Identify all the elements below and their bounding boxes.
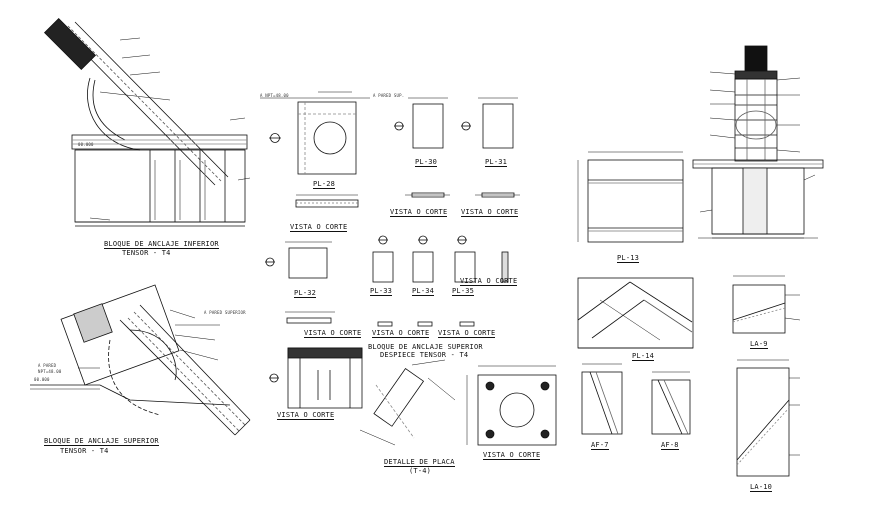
label-pl30: PL-30 bbox=[415, 158, 438, 167]
label-vista-f: VISTA O CORTE bbox=[438, 329, 496, 338]
label-af8: AF-8 bbox=[661, 441, 679, 450]
label-vista-e: VISTA O CORTE bbox=[372, 329, 430, 338]
tensor-pipe-upper bbox=[43, 17, 229, 186]
note-a-pared-superior: A PARED SUPERIOR bbox=[204, 310, 246, 315]
label-vista-h: VISTA O CORTE bbox=[277, 411, 335, 420]
label-vista-i: VISTA O CORTE bbox=[483, 451, 541, 460]
plate-pl35 bbox=[454, 235, 509, 327]
label-pl13: PL-13 bbox=[617, 254, 640, 263]
label-pl33: PL-33 bbox=[370, 287, 393, 296]
plate-pl31 bbox=[461, 97, 520, 198]
note-npt-left: NPT=48.00 bbox=[38, 369, 62, 374]
note-a-pared-sup: A PARED SUP. bbox=[373, 93, 405, 98]
detail-bloque-superior bbox=[30, 284, 251, 436]
label-la9: LA-9 bbox=[750, 340, 768, 349]
plate-pl30 bbox=[394, 97, 450, 198]
label-vista-a: VISTA O CORTE bbox=[290, 223, 348, 232]
title-tensor-t4-b: TENSOR - T4 bbox=[60, 447, 109, 455]
title-bloque-inferior: BLOQUE DE ANCLAJE INFERIOR bbox=[104, 240, 219, 249]
label-pl32: PL-32 bbox=[294, 289, 317, 298]
title-bloque-superior-mid: BLOQUE DE ANCLAJE SUPERIOR bbox=[368, 343, 483, 351]
note-nivel-left: 00.000 bbox=[34, 377, 50, 382]
block-body bbox=[74, 149, 246, 223]
title-detalle-placa-sub: (T-4) bbox=[409, 467, 432, 475]
detail-placa bbox=[359, 359, 456, 446]
title-detalle-placa: DETALLE DE PLACA bbox=[384, 458, 455, 467]
detail-bloque-inferior bbox=[43, 17, 251, 227]
plate-pl14 bbox=[577, 277, 694, 349]
plate-pl32 bbox=[265, 241, 335, 324]
title-bloque-superior: BLOQUE DE ANCLAJE SUPERIOR bbox=[44, 437, 159, 446]
note-a-npt: A NPT=48.00 bbox=[260, 93, 289, 98]
section-anchor-box bbox=[269, 347, 363, 409]
plate-pl34 bbox=[412, 235, 434, 327]
label-pl31: PL-31 bbox=[485, 158, 508, 167]
label-vista-c: VISTA O CORTE bbox=[461, 208, 519, 217]
plate-af7 bbox=[581, 363, 623, 435]
label-la10: LA-10 bbox=[750, 483, 773, 492]
slab bbox=[71, 134, 248, 150]
plate-af8 bbox=[651, 371, 691, 435]
plate-pl33 bbox=[372, 235, 394, 327]
title-despiece: DESPIECE TENSOR - T4 bbox=[380, 351, 469, 359]
note-nivel-left2: 00.000 bbox=[78, 142, 94, 147]
plate-bolted bbox=[466, 365, 557, 446]
column-elevation bbox=[692, 45, 824, 239]
plate-pl13 bbox=[577, 151, 684, 243]
label-af7: AF-7 bbox=[591, 441, 609, 450]
label-vista-b: VISTA O CORTE bbox=[390, 208, 448, 217]
note-a-pared: A PARED bbox=[38, 363, 57, 368]
label-pl14: PL-14 bbox=[632, 352, 655, 361]
plate-la10 bbox=[736, 359, 800, 477]
plate-pl28 bbox=[260, 91, 370, 208]
label-vista-g: VISTA O CORTE bbox=[460, 277, 518, 286]
label-pl28: PL-28 bbox=[313, 180, 336, 189]
label-vista-d: VISTA O CORTE bbox=[304, 329, 362, 338]
plate-la9 bbox=[732, 275, 801, 334]
label-pl35: PL-35 bbox=[452, 287, 475, 296]
label-pl34: PL-34 bbox=[412, 287, 435, 296]
title-tensor-t4-a: TENSOR - T4 bbox=[122, 249, 171, 257]
